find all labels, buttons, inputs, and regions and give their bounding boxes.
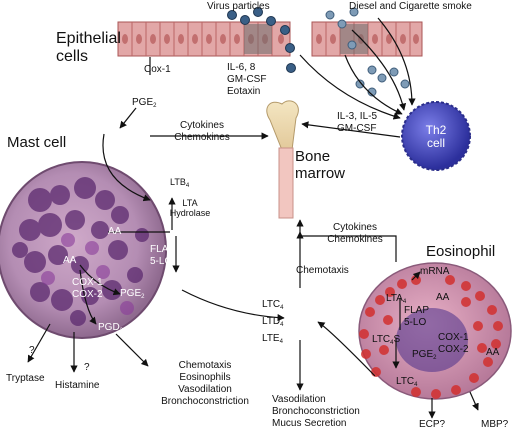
mbp-label: MBP? <box>481 419 509 430</box>
smoke-particles <box>325 7 410 97</box>
histamine-question: ? <box>84 362 90 373</box>
eos-flap-5lo-label: FLAP 5-LO <box>404 305 430 328</box>
bone-marrow-bone <box>266 100 299 219</box>
virus-label: Virus particles <box>207 1 270 12</box>
pgd2-effects: Chemotaxis Eosinophils Vasodilation Bron… <box>161 360 249 407</box>
mast-aa2-label: AA <box>63 255 77 266</box>
eos-aa-label: AA <box>436 292 450 303</box>
tryptase-question: ? <box>29 345 35 356</box>
leukotriene-effects: Vasodilation Bronchoconstriction Mucus S… <box>272 394 360 429</box>
eos-mrna-label: mRNA <box>420 266 450 277</box>
mast-pge2-label: PGE2 <box>120 288 145 300</box>
eosinophil-title: Eosinophil <box>426 243 496 260</box>
epithelial-layer <box>117 21 423 57</box>
mast-aa-label: AA <box>108 226 122 237</box>
bone-marrow-label: Bone marrow <box>295 148 346 182</box>
mast-lta-hydrolase-label: LTA Hydrolase <box>169 198 211 218</box>
mast-ltb4-label: LTB4 <box>170 177 190 189</box>
th2-cell <box>401 101 471 171</box>
eos-ltc4-label: LTC4 <box>396 376 418 388</box>
eosinophil-cell <box>358 262 512 400</box>
pathway-arrows <box>27 17 479 419</box>
chemotaxis-label: Chemotaxis <box>296 265 349 276</box>
mast-cox-label: COX-1 COX-2 <box>72 277 103 300</box>
pge2-top-label: PGE2 <box>132 97 157 109</box>
mast-ltc4-label: LTC4 <box>171 274 193 286</box>
eos-to-marrow-label: Cytokines Chemokines <box>327 222 383 245</box>
cox1-top-label: Cox-1 <box>144 64 171 75</box>
th2-title: Th2 cell <box>425 123 447 150</box>
ecp-label: ECP? <box>419 419 446 430</box>
mast-pgd2-label: PGD2 <box>98 322 124 334</box>
eos-pge2-label: PGE2 <box>412 349 437 361</box>
eos-lta4-label: LTA4 <box>386 293 407 305</box>
mast-cell <box>0 161 167 339</box>
mast-lta4-label: LTA4 <box>178 230 199 242</box>
epithelial-title: Epithelial cells <box>56 30 121 65</box>
eos-ltc4s-label: LTC4S <box>372 334 401 346</box>
eos-aa2-label: AA <box>486 347 500 358</box>
eos-cox-label: COX-1 COX-2 <box>438 332 469 355</box>
smoke-label: Diesel and Cigarette smoke <box>349 1 472 12</box>
virus-particles <box>227 7 296 73</box>
epithelial-mediators: IL-6, 8 GM-CSF Eotaxin <box>227 62 267 97</box>
mast-to-marrow-label: Cytokines Chemokines <box>174 120 230 143</box>
mast-cell-title: Mast cell <box>7 134 67 151</box>
th2-cytokines: IL-3, IL-5 GM-CSF <box>337 111 378 134</box>
mast-mrna-label: mRNA <box>112 149 142 160</box>
cysteinyl-leukotrienes: LTC4 LTD4 LTE4 <box>262 299 284 345</box>
histamine-label: Histamine <box>55 380 100 391</box>
mast-flap-5lo-label: FLAP 5-LO <box>150 244 176 267</box>
tryptase-label: Tryptase <box>6 373 45 384</box>
